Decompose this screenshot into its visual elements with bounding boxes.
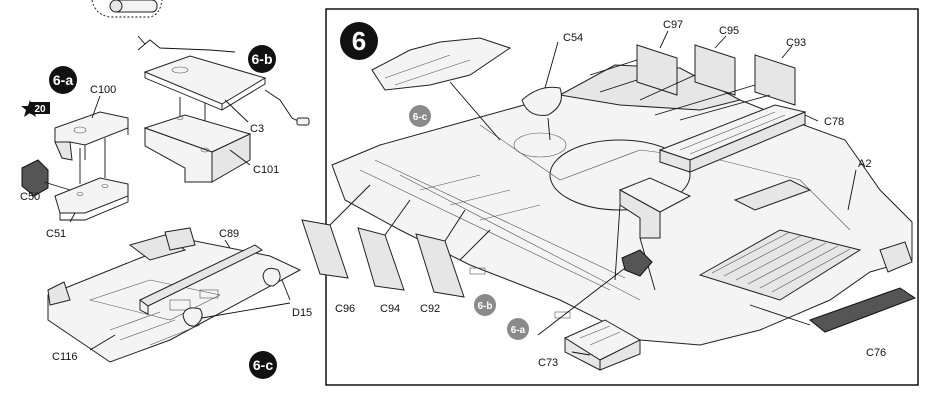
label-c101: C101 (253, 164, 279, 176)
label-c76: C76 (866, 347, 886, 359)
label-c3: C3 (250, 123, 264, 135)
label-c93: C93 (786, 37, 806, 49)
subassembly-6a-parts (21, 111, 129, 221)
label-c78: C78 (824, 116, 844, 128)
label-c51: C51 (46, 228, 66, 240)
placed-6a (537, 249, 653, 336)
c54-hatch (521, 86, 562, 141)
badge-6b: 6-b (248, 45, 276, 73)
leader-c3 (224, 99, 249, 123)
label-c92: C92 (420, 303, 440, 315)
subassembly-6c-parts (47, 227, 302, 363)
leader-c93 (781, 45, 793, 59)
badge-6b-placed: 6-b (474, 294, 496, 316)
label-c94: C94 (380, 303, 400, 315)
subassembly-6b-parts (137, 35, 310, 183)
leader-c97 (659, 30, 669, 49)
leader-c95 (714, 35, 727, 49)
badge-6a-label: 6-a (53, 72, 73, 88)
rear-panels (589, 44, 796, 121)
c76-grille (749, 287, 917, 333)
leader-c73 (571, 351, 591, 356)
leader-c51 (69, 212, 76, 223)
label-a2: A2 (858, 158, 871, 170)
badge-6c-placed: 6-c (409, 105, 431, 127)
label-c96: C96 (335, 303, 355, 315)
badge-6a-placed: 6-a (507, 318, 529, 340)
leader-c100 (91, 95, 101, 119)
label-d15: D15 (292, 307, 312, 319)
placed-6b (614, 177, 692, 291)
label-c95: C95 (719, 25, 739, 37)
label-c54: C54 (563, 32, 583, 44)
badge-6c: 6-c (249, 351, 277, 379)
reference-step-number: 20 (34, 104, 46, 115)
leader-c116 (89, 334, 116, 351)
badge-6a: 6-a (49, 66, 77, 94)
label-c89: C89 (219, 228, 239, 240)
badge-6a-placed-label: 6-a (511, 325, 526, 336)
hull-assembly (331, 64, 913, 346)
label-c50: C50 (20, 191, 40, 203)
badge-6b-placed-label: 6-b (478, 301, 493, 312)
leader-a2 (847, 169, 857, 211)
label-c97: C97 (663, 19, 683, 31)
c78-deck (658, 104, 807, 173)
label-c100: C100 (90, 84, 116, 96)
badge-6c-label: 6-c (253, 357, 273, 373)
reference-step-star (21, 100, 50, 117)
engine-deck-grilles (698, 179, 862, 301)
leader-c89 (224, 239, 231, 249)
label-c116: C116 (52, 351, 77, 363)
c50-grille (21, 159, 49, 197)
badge-6c-placed-label: 6-c (413, 112, 428, 123)
badge-6b-label: 6-b (252, 51, 273, 67)
label-c73: C73 (538, 357, 558, 369)
leader-c54 (544, 41, 559, 89)
top-cropped-part (91, 0, 163, 18)
leader-c78 (804, 114, 819, 122)
placed-6c (371, 37, 512, 141)
leader-c101 (229, 149, 251, 166)
step-number: 6 (352, 26, 366, 56)
badge-step-6: 6 (340, 22, 378, 60)
side-panels (301, 184, 491, 298)
